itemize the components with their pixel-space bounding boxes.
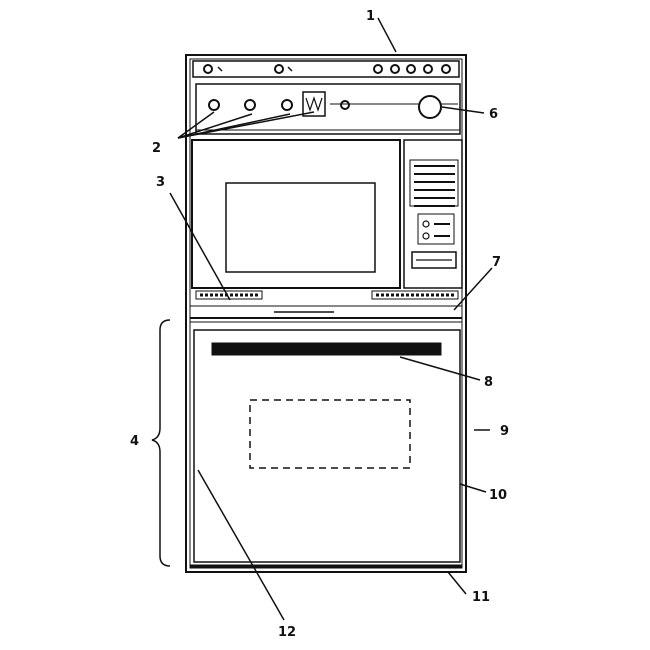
microwave-section xyxy=(190,139,463,313)
timer-dial xyxy=(418,95,442,119)
control-panel xyxy=(195,83,461,135)
top-knob xyxy=(373,64,383,74)
callout-6: 6 xyxy=(489,107,498,122)
callout-12: 12 xyxy=(278,625,296,640)
callout-7: 7 xyxy=(492,255,501,270)
appliance-outer-frame xyxy=(185,54,467,573)
section-brace xyxy=(151,319,171,567)
microwave-window xyxy=(225,182,376,273)
microwave-door xyxy=(191,139,401,289)
microwave-display xyxy=(411,251,457,269)
callout-4: 4 xyxy=(130,434,139,449)
top-knob xyxy=(406,64,416,74)
top-knob xyxy=(441,64,451,74)
callout-8: 8 xyxy=(484,375,493,390)
oven-section xyxy=(190,329,462,568)
callout-11: 11 xyxy=(472,590,490,605)
oven-door-handle xyxy=(211,342,442,356)
callout-2: 2 xyxy=(152,141,161,156)
top-control-strip xyxy=(192,60,460,78)
top-knob xyxy=(390,64,400,74)
leader-lines xyxy=(169,17,493,621)
oven-door xyxy=(193,329,461,563)
appliance-inner-frame xyxy=(189,58,463,569)
control-knob xyxy=(281,99,293,111)
small-knob xyxy=(340,100,350,110)
callout-3: 3 xyxy=(156,175,165,190)
callout-1: 1 xyxy=(366,9,375,24)
selector-switch xyxy=(302,91,326,117)
microwave-keypad-panel xyxy=(403,139,463,289)
control-knob xyxy=(208,99,220,111)
top-knob xyxy=(423,64,433,74)
control-knob xyxy=(244,99,256,111)
oven-window-outline xyxy=(249,399,411,469)
callout-9: 9 xyxy=(500,424,509,439)
top-knob xyxy=(274,64,284,74)
top-knob xyxy=(203,64,213,74)
callout-10: 10 xyxy=(489,488,507,503)
